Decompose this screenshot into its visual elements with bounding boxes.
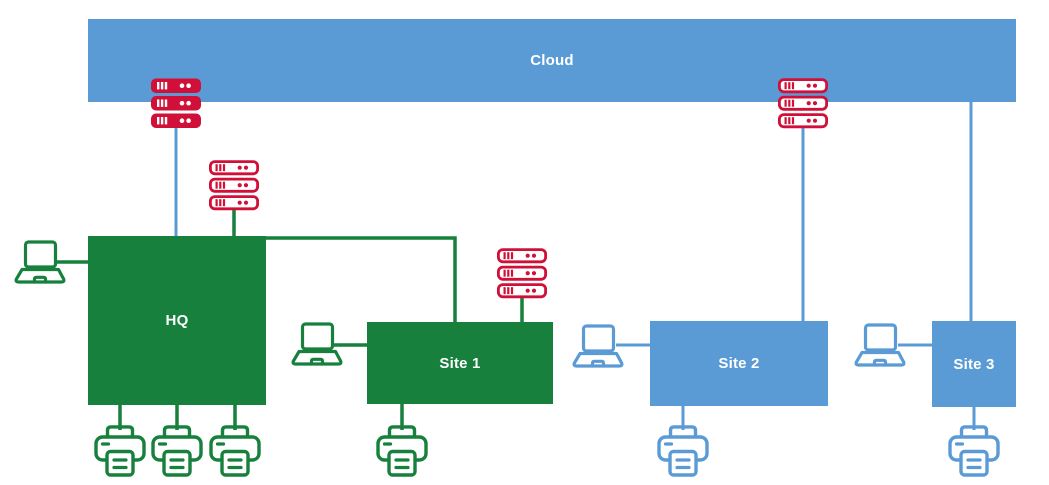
printer-icon-hq-2[interactable]	[151, 424, 203, 478]
printer-icon-site2[interactable]	[657, 424, 709, 478]
laptop-icon-site3[interactable]	[854, 323, 906, 367]
cloud-bar[interactable]: Cloud	[88, 19, 1016, 102]
laptop-icon-site2[interactable]	[572, 324, 624, 368]
cloud-label: Cloud	[530, 52, 574, 69]
laptop-icon-hq[interactable]	[14, 240, 66, 284]
printer-icon-site3[interactable]	[948, 424, 1000, 478]
site1-label: Site 1	[439, 354, 481, 372]
connector-hq-site1	[266, 236, 457, 324]
site3-label: Site 3	[953, 355, 995, 373]
printer-icon-hq-3[interactable]	[209, 424, 261, 478]
hq-label: HQ	[165, 312, 189, 329]
laptop-icon-site1[interactable]	[291, 322, 343, 366]
server-rack-icon-site1[interactable]	[496, 248, 548, 298]
site3-box[interactable]: Site 3	[932, 321, 1016, 407]
server-rack-icon-hq[interactable]	[208, 160, 260, 210]
site2-box[interactable]: Site 2	[650, 321, 828, 406]
site1-box[interactable]: Site 1	[367, 322, 553, 404]
site2-label: Site 2	[718, 355, 760, 372]
server-rack-icon-cloud-hq[interactable]	[150, 78, 202, 128]
hq-box[interactable]: HQ	[88, 236, 266, 405]
printer-icon-site1[interactable]	[376, 424, 428, 478]
server-rack-icon-cloud-site2[interactable]	[777, 78, 829, 128]
printer-icon-hq-1[interactable]	[94, 424, 146, 478]
